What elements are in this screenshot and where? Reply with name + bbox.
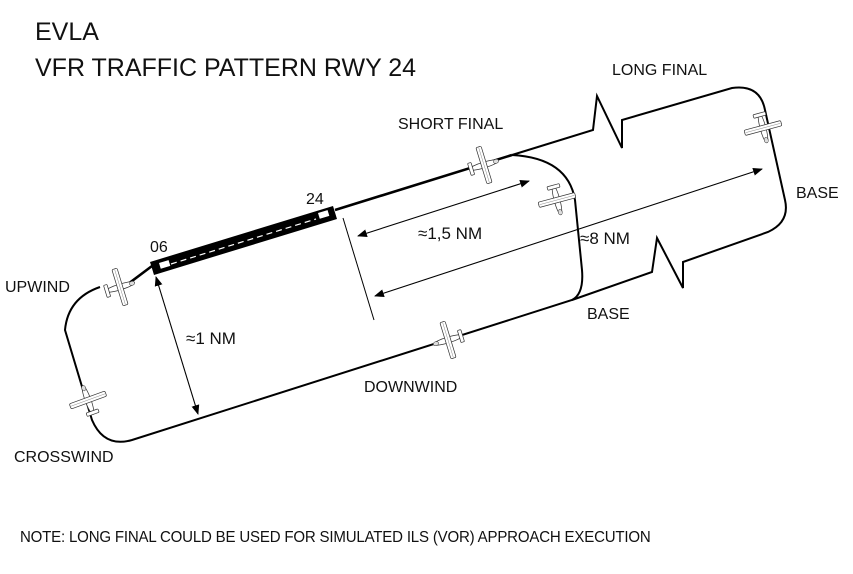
label-long-final: LONG FINAL (612, 62, 708, 79)
footnote: NOTE: LONG FINAL COULD BE USED FOR SIMUL… (20, 529, 651, 546)
label-upwind: UPWIND (5, 279, 70, 296)
distance-short-final: ≈1,5 NM (418, 224, 483, 243)
airplane-icon (463, 142, 505, 188)
airplane-icon (427, 317, 469, 363)
runway-threshold-06: 06 (150, 239, 168, 256)
airplane-icon (64, 378, 112, 422)
label-base-short: BASE (587, 306, 630, 323)
long-final-line (511, 86, 787, 301)
runway (150, 206, 337, 275)
distance-long-final: ≈8 NM (580, 229, 630, 248)
runway-end-tick (342, 217, 375, 321)
runway-threshold-24: 24 (306, 191, 324, 208)
lateral-distance-arrow (154, 276, 200, 415)
long-final-distance-arrow (374, 168, 763, 297)
page-title: VFR TRAFFIC PATTERN RWY 24 (35, 54, 417, 82)
distance-lateral: ≈1 NM (186, 329, 236, 348)
label-downwind: DOWNWIND (364, 379, 458, 396)
airplane-icon (99, 264, 141, 310)
airplane-icon (534, 179, 580, 221)
airport-code: EVLA (35, 18, 99, 46)
label-short-final: SHORT FINAL (398, 116, 504, 133)
label-crosswind: CROSSWIND (14, 449, 114, 466)
airplane-icon (740, 107, 786, 149)
label-base-long: BASE (796, 185, 839, 202)
